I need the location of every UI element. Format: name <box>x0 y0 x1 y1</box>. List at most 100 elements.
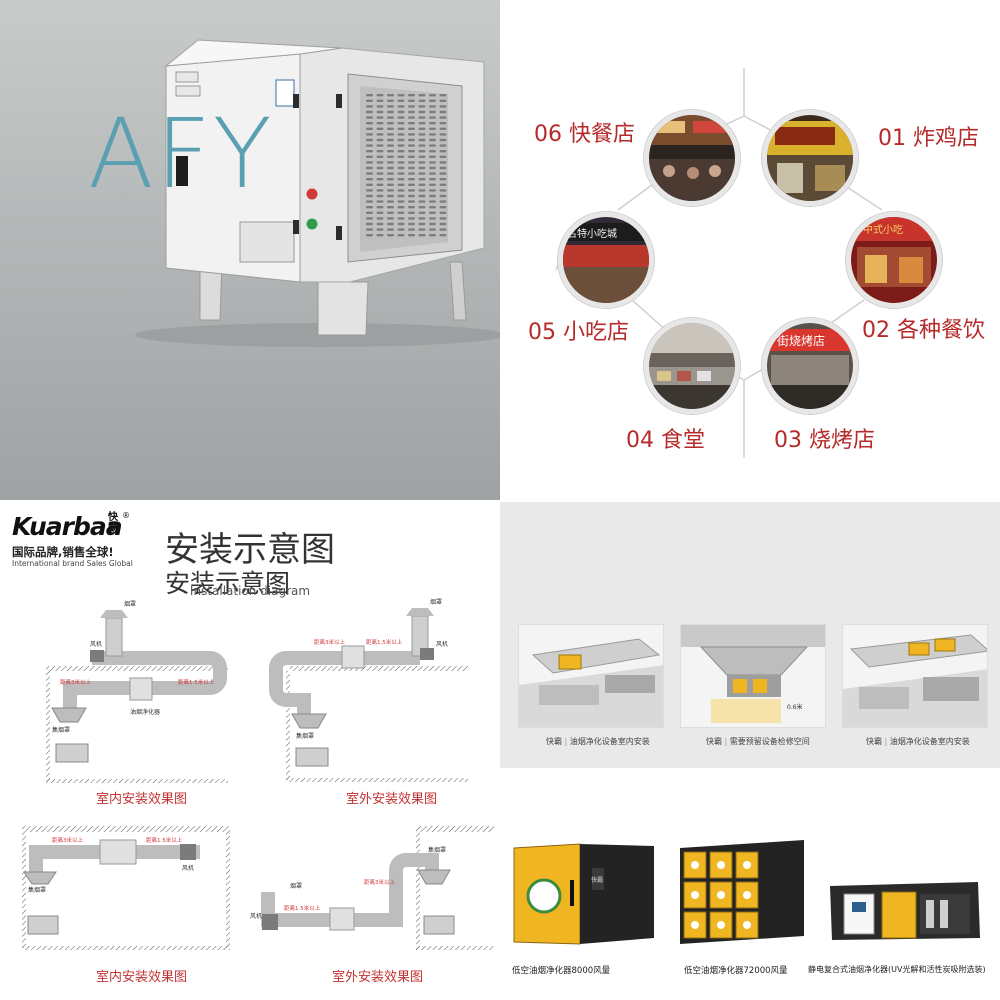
grille-slot <box>366 110 373 114</box>
caption-text-1: 油烟净化设备室内安装 <box>569 737 650 746</box>
grille-slot <box>376 172 384 175</box>
grille-slot <box>397 194 405 198</box>
grille-slot <box>376 217 384 220</box>
grille-slot <box>397 166 405 170</box>
grille-slot <box>387 194 394 198</box>
brand-name: Kuarbaa <box>12 512 123 541</box>
grille-slot <box>376 194 384 198</box>
module-badge <box>717 921 725 929</box>
grille-slot <box>376 234 384 237</box>
label-dist15-3: 距离1.5米以上 <box>146 836 183 844</box>
dimension-note: 0.6米 <box>787 703 803 711</box>
grille-slot <box>429 211 436 214</box>
brand-logo-text: AFY <box>88 98 274 210</box>
label-hood-2: 集烟罩 <box>296 732 314 740</box>
caption-text-3: 油烟净化设备室内安装 <box>889 737 970 746</box>
label-hood-4: 集烟罩 <box>428 846 446 854</box>
installation-image-1 <box>518 624 664 728</box>
grille-slot <box>429 105 436 108</box>
grille-slot <box>439 189 447 192</box>
grille-slot <box>418 110 426 114</box>
grille-slot <box>366 228 373 231</box>
grille-slot <box>376 155 384 158</box>
grille-slot <box>408 133 415 136</box>
diagram-indoor-1: 烟罩 风机 集烟罩 油烟净化器 距离3米以上 距离1.5米以上 <box>46 600 228 783</box>
grille-slot <box>418 105 426 108</box>
module-badge <box>691 861 699 869</box>
grille-slot <box>387 127 394 130</box>
module-badge <box>717 861 725 869</box>
grille-slot <box>366 150 373 153</box>
label-bbq: 03 烧烤店 <box>774 428 875 453</box>
caption-brand-3: 快霸 <box>866 737 882 746</box>
grille-slot <box>376 206 384 209</box>
label-smoke-4: 烟罩 <box>290 882 302 890</box>
label-fan-3: 风机 <box>182 864 194 872</box>
grille-slot <box>429 122 436 125</box>
grille-slot <box>408 172 415 175</box>
module-badge <box>691 921 699 929</box>
grille-slot <box>439 116 447 119</box>
grille-slot <box>387 189 394 192</box>
grille-slot <box>439 150 447 153</box>
label-fan-2: 风机 <box>436 640 448 648</box>
grille-slot <box>429 116 436 119</box>
grille-slot <box>429 150 436 153</box>
scene-fast-food <box>644 110 740 206</box>
grille-slot <box>387 144 394 147</box>
grille-slot <box>397 116 405 119</box>
grille-slot <box>387 99 394 102</box>
grille-slot <box>418 144 426 147</box>
sign-text-3: 街烧烤店 <box>777 333 825 348</box>
grille-slot <box>418 138 426 142</box>
application-scenarios: 中式小吃 街烧烤店 名特小吃城 01 炸鸡店 02 各种餐饮 03 烧烤店 04… <box>500 0 1000 500</box>
grille-slot <box>366 217 373 220</box>
grille-slot <box>387 178 394 181</box>
grille-slot <box>387 234 394 237</box>
grille-slot <box>429 94 436 97</box>
grille-slot <box>429 222 436 226</box>
label-hood-1: 集烟罩 <box>52 726 70 734</box>
label-dist3-4: 距离3米以上 <box>364 878 395 886</box>
installation-diagrams-panel: 烟罩 风机 集烟罩 油烟净化器 距离3米以上 距离1.5米以上 烟罩 风机 集烟… <box>0 500 500 1000</box>
grille-slot <box>429 234 436 237</box>
grille-slot <box>376 122 384 125</box>
grille-slot <box>397 222 405 226</box>
label-dist3-2: 距离3米以上 <box>314 638 345 646</box>
grille-slot <box>429 194 436 198</box>
grille-slot <box>408 217 415 220</box>
grille-slot <box>366 161 373 164</box>
grille-slot <box>397 127 405 130</box>
grille-slot <box>366 234 373 237</box>
grille-slot <box>408 150 415 153</box>
grille-slot <box>408 138 415 142</box>
grille-slot <box>387 116 394 119</box>
grille-slot <box>439 183 447 186</box>
grille-slot <box>408 206 415 209</box>
grille-slot <box>418 155 426 158</box>
product-electrostatic <box>830 882 980 940</box>
grille-slot <box>439 155 447 158</box>
module-badge <box>743 861 751 869</box>
grille-slot <box>418 206 426 209</box>
grille-slot <box>418 183 426 186</box>
grille-slot <box>366 178 373 181</box>
grille-slot <box>397 133 405 136</box>
label-fan-1: 风机 <box>90 640 102 648</box>
grille-slot <box>418 211 426 214</box>
label-hood-3: 集烟罩 <box>28 886 46 894</box>
diagram-outdoor-1: 烟罩 风机 集烟罩 距离3米以上 距离1.5米以上 <box>269 598 468 782</box>
grille-slot <box>439 206 447 209</box>
sign-text-2: 名特小吃城 <box>567 227 617 240</box>
grille-slot <box>387 155 394 158</box>
caption-brand-2: 快霸 <box>706 737 722 746</box>
grille-slot <box>397 150 405 153</box>
caption-indoor-2: 室内安装效果图 <box>96 970 188 985</box>
label-smoke-1: 烟罩 <box>124 600 136 608</box>
grille-slot <box>376 110 384 114</box>
grille-slot <box>397 105 405 108</box>
grille-slot <box>408 127 415 130</box>
grille-slot <box>418 133 426 136</box>
grille-slot <box>439 127 447 130</box>
grille-slot <box>408 211 415 214</box>
